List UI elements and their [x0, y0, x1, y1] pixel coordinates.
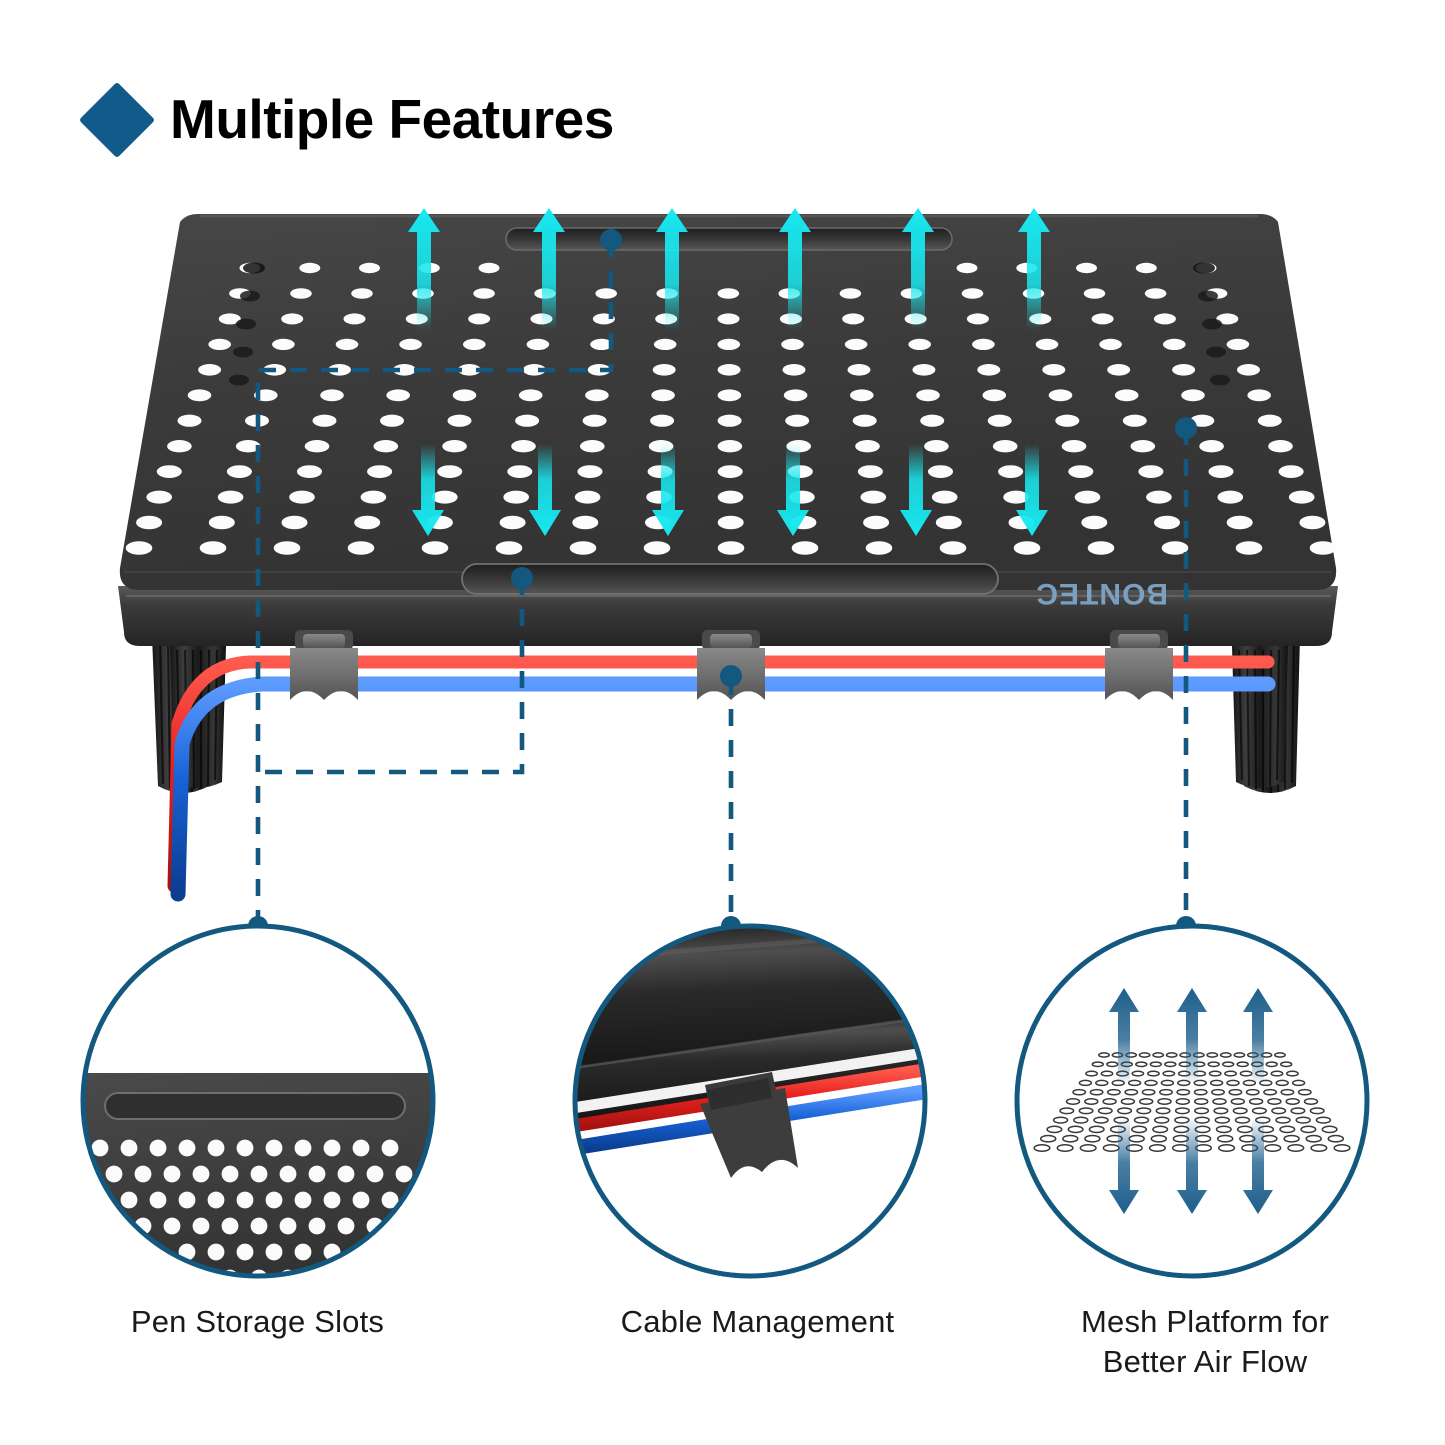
callout-lines: [255, 240, 1189, 926]
caption-line: Pen Storage Slots: [130, 1304, 385, 1339]
page-title: Multiple Features: [170, 88, 614, 150]
detail-airflow-arrow-up: [1109, 988, 1139, 1082]
airflow-arrow-up: [533, 208, 565, 330]
airflow-arrow-up: [408, 208, 440, 330]
mesh-perforations: [125, 262, 1337, 555]
airflow-arrow-up: [902, 208, 934, 330]
monitor-stand-platform: BONTEC: [118, 214, 1338, 646]
detail-airflow-arrows: [1109, 988, 1273, 1214]
airflow-arrow-down: [900, 444, 932, 536]
callout-path-pen: [255, 240, 614, 926]
pen-storage-slot-rear: [505, 227, 953, 251]
airflow-arrow-down: [652, 444, 684, 536]
callout-path-pen-branch: [258, 578, 525, 775]
detail-airflow-arrow-down: [1243, 1120, 1273, 1214]
detail-airflow-arrow-up: [1177, 988, 1207, 1082]
detail-airflow-arrow-down: [1177, 1120, 1207, 1214]
detail-ring-cable: [572, 923, 928, 1279]
detail-circle-mesh-airflow: [1014, 923, 1370, 1279]
cable-clip-right[interactable]: [1105, 630, 1173, 700]
airflow-arrow-up: [1018, 208, 1050, 330]
cable-bundle: [167, 655, 1276, 902]
airflow-arrow-down: [412, 444, 444, 536]
brand-logo: BONTEC: [1035, 577, 1168, 610]
caption-pen-storage: Pen Storage Slots: [75, 1302, 440, 1342]
airflow-arrow-down: [1016, 444, 1048, 536]
detail-pen-slot: [104, 1092, 406, 1120]
airflow-arrow-up: [656, 208, 688, 330]
detail-circle-pen-storage: [80, 923, 436, 1279]
pen-storage-slot-front: [461, 563, 999, 595]
corner-screw-group-right: [1193, 262, 1230, 386]
detail-airflow-arrow-down: [1109, 1120, 1139, 1214]
svg-text:BONTEC: BONTEC: [1035, 577, 1168, 610]
caption-cable-management: Cable Management: [570, 1302, 945, 1342]
detail-airflow-arrow-up: [1243, 988, 1273, 1082]
detail-ring-mesh: [1014, 923, 1370, 1279]
caption-line: Better Air Flow: [1102, 1343, 1308, 1379]
airflow-arrow-down: [529, 444, 561, 536]
anchor-dot-clip: [720, 665, 742, 687]
caption-line: Mesh Platform for: [1080, 1304, 1330, 1339]
anchor-dot-rear-slot: [600, 229, 622, 251]
detail-cable-clip: [700, 1072, 798, 1178]
page-header: Multiple Features: [78, 81, 614, 158]
detail-circle-cable-management: [572, 923, 928, 1279]
airflow-arrow-up: [779, 208, 811, 330]
anchor-dot-mesh: [1175, 417, 1197, 439]
airflow-arrow-down: [777, 444, 809, 536]
cable-clip-left[interactable]: [290, 630, 358, 700]
corner-screw-group-left: [229, 262, 265, 386]
airflow-arrows: [408, 208, 1050, 536]
anchor-dot-front-slot: [511, 567, 533, 589]
caption-mesh-airflow: Mesh Platform for Better Air Flow: [1020, 1302, 1390, 1381]
caption-line: Cable Management: [620, 1304, 895, 1339]
detail-ring-pen: [80, 923, 436, 1279]
